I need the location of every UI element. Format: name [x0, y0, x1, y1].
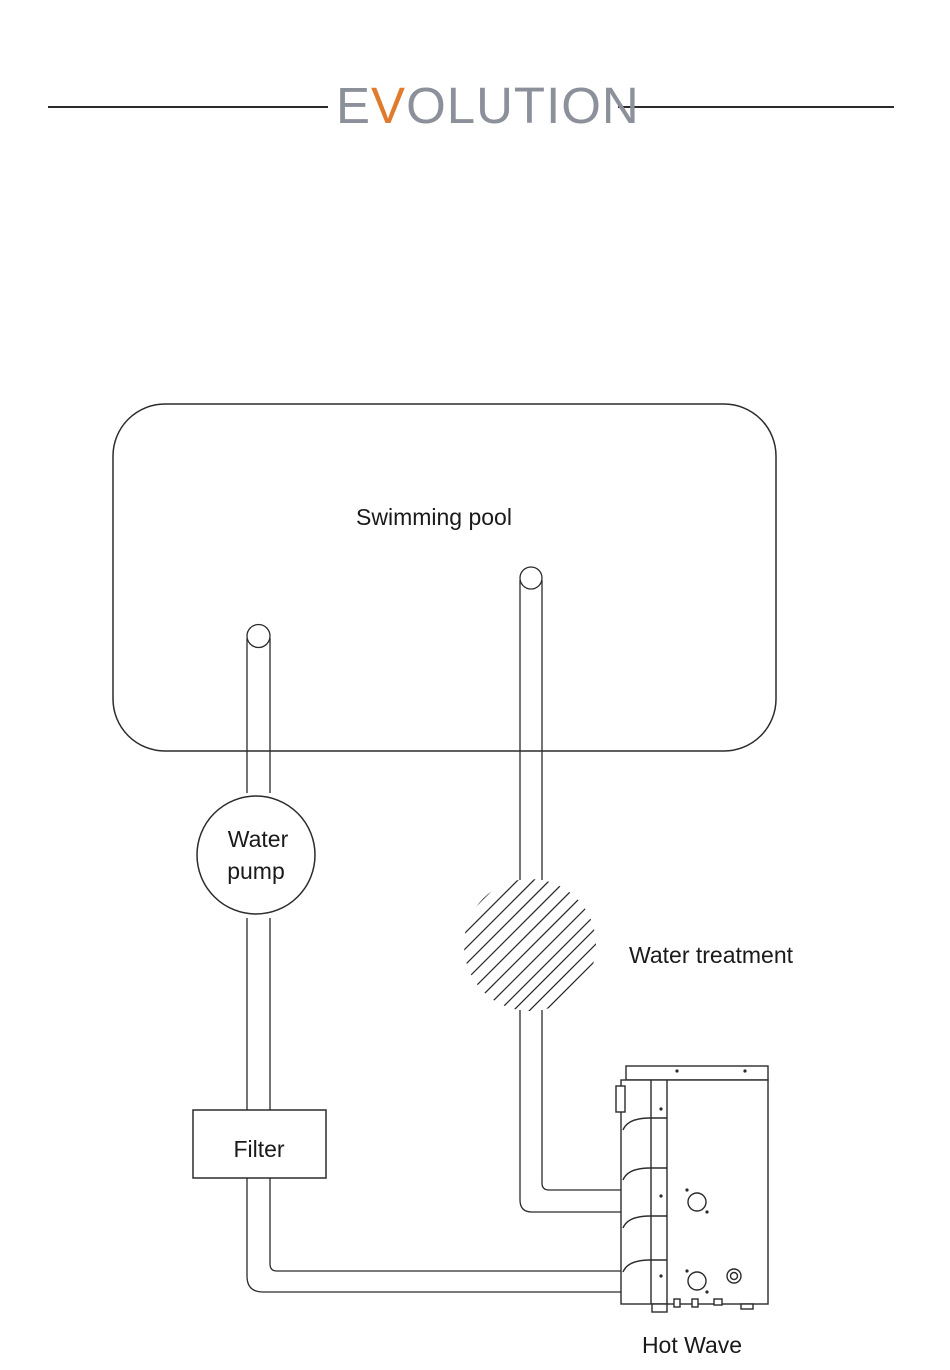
filter-label: Filter	[233, 1136, 284, 1162]
hot-wave-unit	[616, 1066, 768, 1312]
treatment-label: Water treatment	[629, 942, 794, 968]
unit-label: Hot Wave	[642, 1332, 742, 1358]
pool-label: Swimming pool	[356, 504, 512, 530]
pump-label-line2: pump	[227, 858, 285, 884]
pump-label-line1: Water	[228, 826, 289, 852]
water-treatment-zone	[416, 840, 640, 1046]
water-pump	[197, 796, 315, 914]
swimming-pool	[113, 404, 776, 751]
